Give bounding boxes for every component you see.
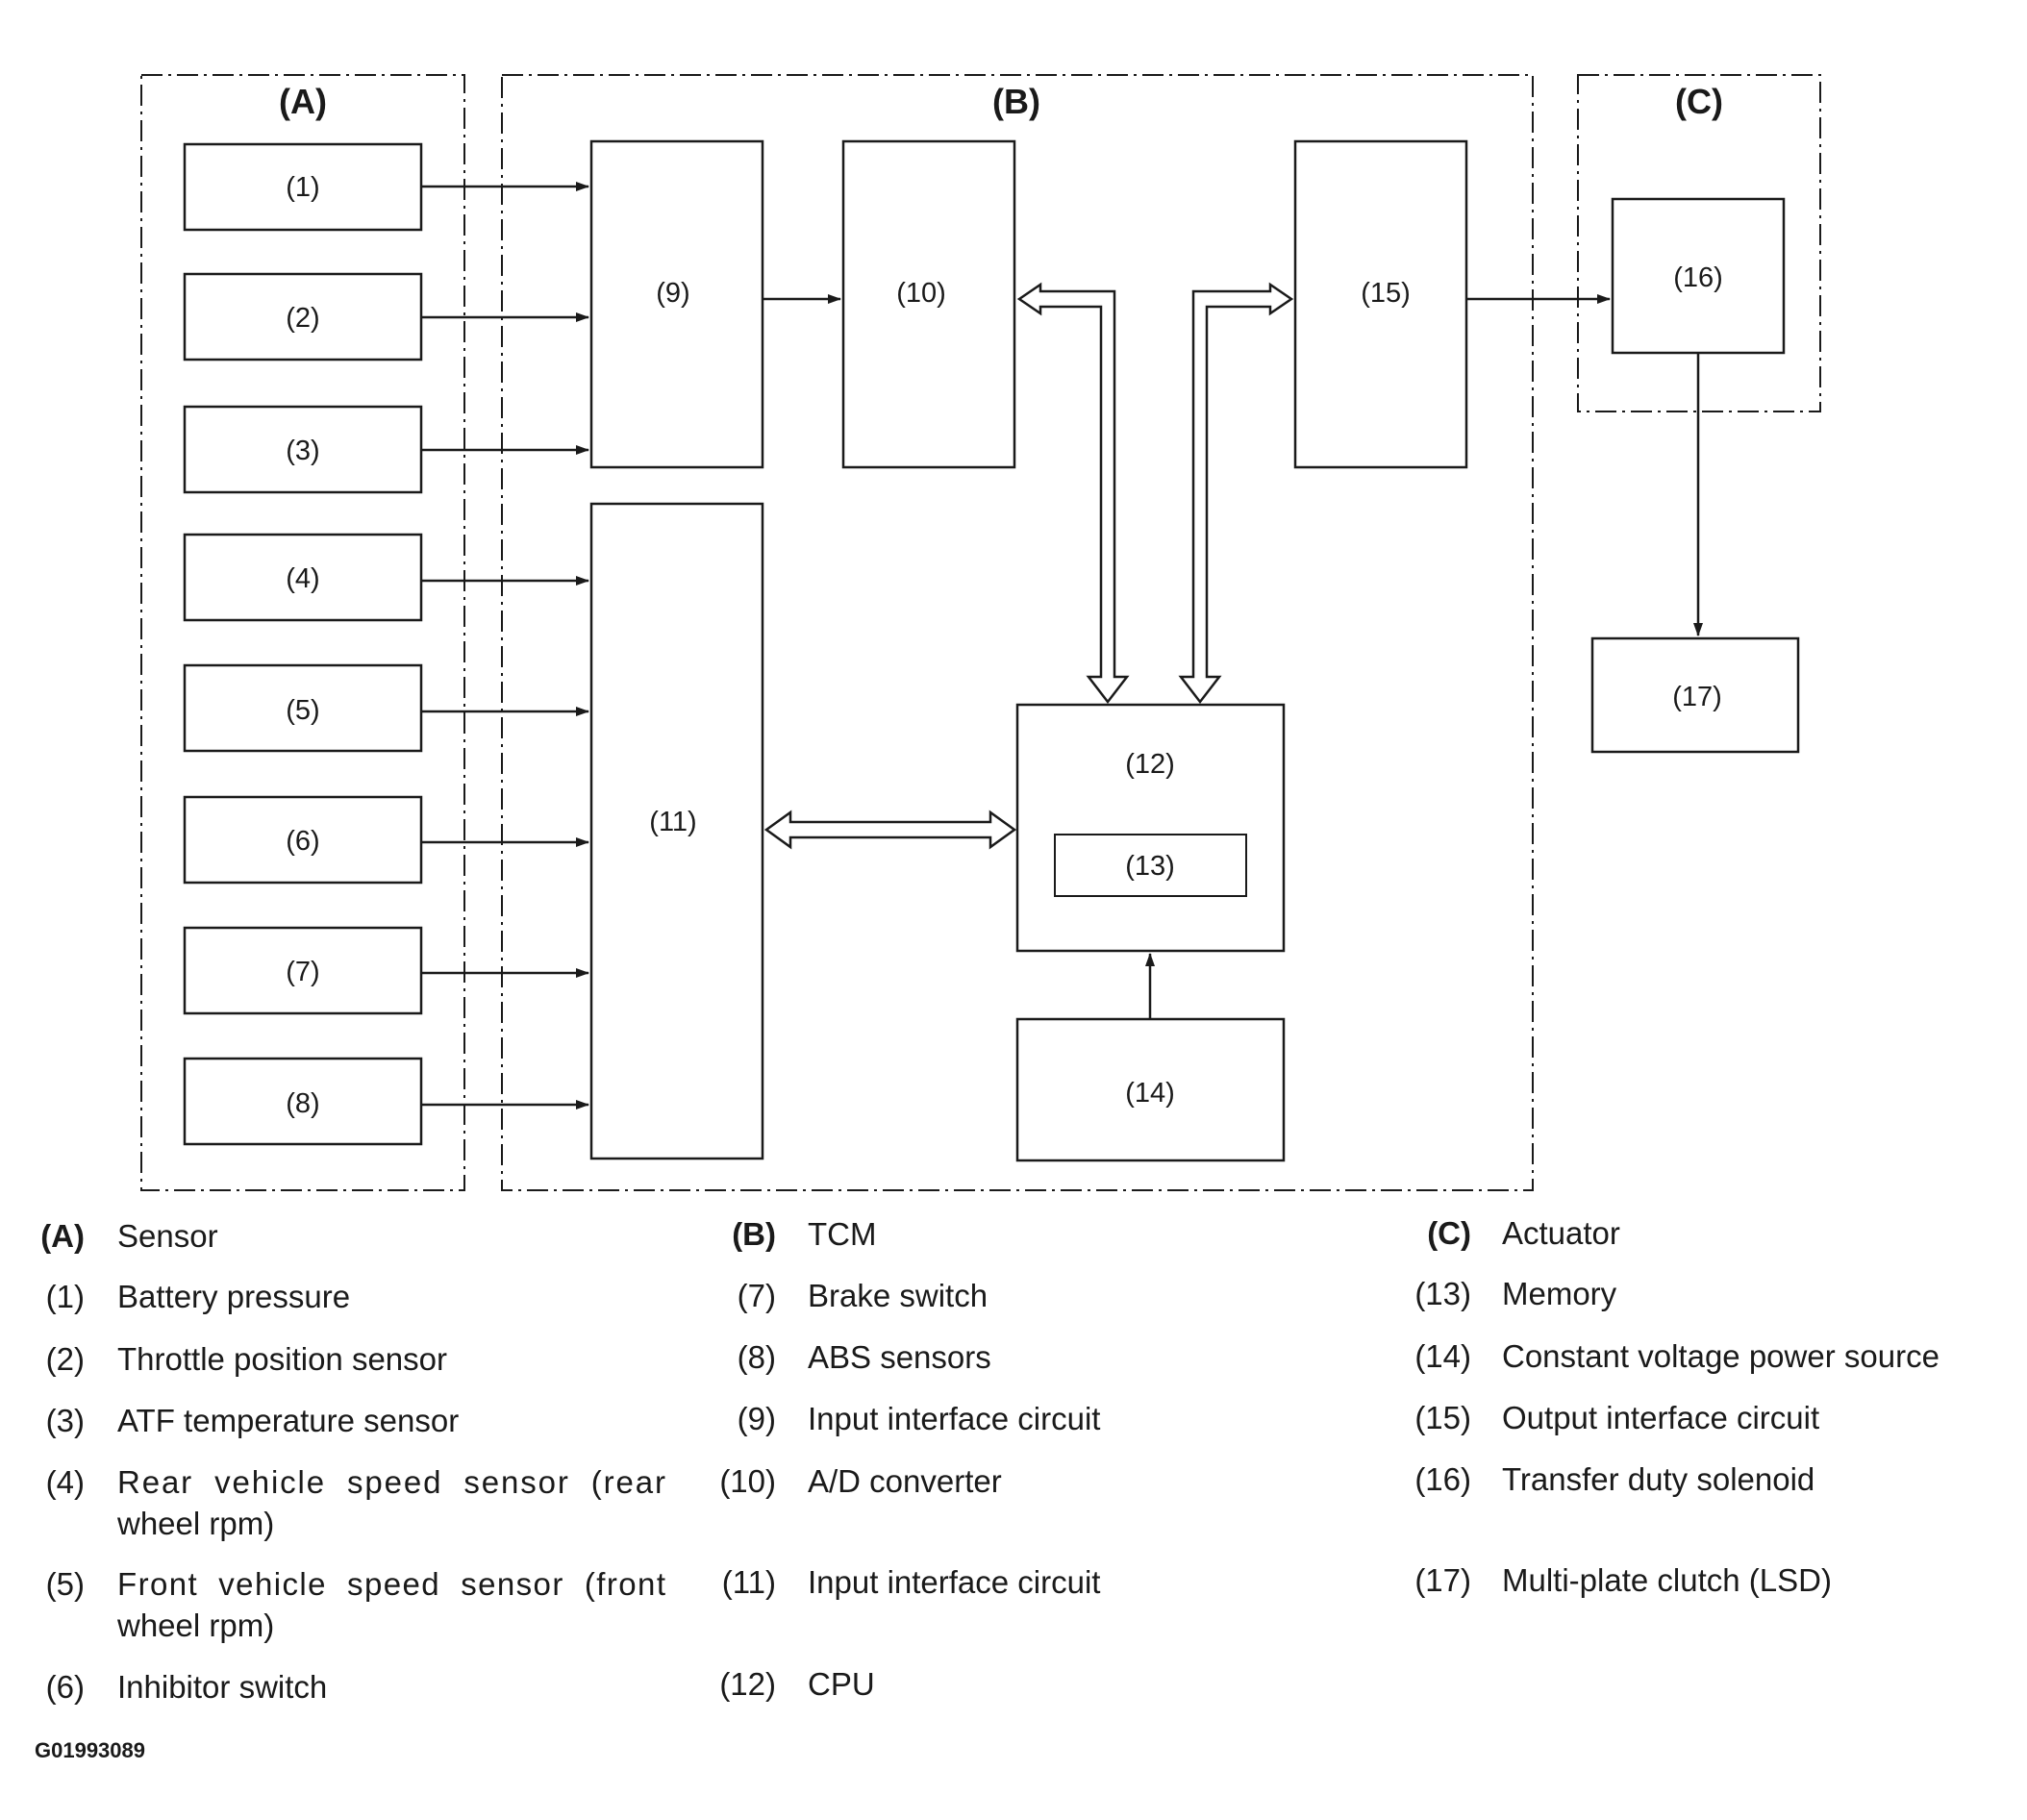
block-10: (10) [841, 139, 1016, 469]
sensor-block-4-label: (4) [286, 563, 319, 594]
legend-key-3: (3) [46, 1403, 85, 1438]
bus-arrow-11-12 [763, 810, 1017, 850]
legend-text-15: Output interface circuit [1502, 1400, 1819, 1435]
legend-key-12: (12) [719, 1666, 776, 1702]
legend-text-16: Transfer duty solenoid [1502, 1461, 1814, 1497]
legend-key-b: (B) [732, 1216, 776, 1252]
sensor-block-3: (3) [183, 405, 423, 494]
sensor-block-7: (7) [183, 926, 423, 1015]
block-13: (13) [1054, 834, 1247, 897]
sensor-block-4: (4) [183, 533, 423, 622]
block-16: (16) [1611, 197, 1786, 355]
block-15: (15) [1293, 139, 1468, 469]
group-label-a: (A) [279, 82, 327, 121]
legend-key-4: (4) [46, 1464, 85, 1500]
block-9-label: (9) [656, 278, 689, 309]
group-frame-tcm [501, 74, 1534, 1191]
sensor-block-5-label: (5) [286, 695, 319, 726]
legend-text-10: A/D converter [808, 1463, 1002, 1499]
legend-text-b: TCM [808, 1216, 876, 1252]
block-15-label: (15) [1361, 278, 1411, 309]
legend-text-6: Inhibitor switch [117, 1669, 327, 1705]
block-17-label: (17) [1672, 682, 1722, 712]
legend-text-14: Constant voltage power source [1502, 1338, 1939, 1374]
block-13-label: (13) [1125, 851, 1175, 882]
sensor-block-3-label: (3) [286, 436, 319, 466]
legend-key-c: (C) [1427, 1215, 1471, 1251]
legend-key-16: (16) [1414, 1461, 1471, 1497]
legend-key-15: (15) [1414, 1400, 1471, 1435]
legend-key-17: (17) [1414, 1562, 1471, 1598]
block-11: (11) [589, 502, 764, 1160]
legend-text-a: Sensor [117, 1218, 218, 1254]
legend-key-8: (8) [738, 1339, 776, 1375]
block-14-label: (14) [1125, 1078, 1175, 1109]
legend-text-17: Multi-plate clutch (LSD) [1502, 1562, 1832, 1598]
block-11-label: (11) [649, 807, 696, 837]
sensor-block-6-label: (6) [286, 826, 319, 857]
legend-key-6: (6) [46, 1669, 85, 1705]
group-label-b: (B) [992, 82, 1040, 121]
legend: (A) Sensor (1) Battery pressure (2) Thro… [40, 1215, 1939, 1705]
sensor-block-1: (1) [183, 142, 423, 232]
legend-key-7: (7) [738, 1278, 776, 1313]
legend-key-13: (13) [1414, 1276, 1471, 1311]
legend-key-a: (A) [40, 1218, 85, 1254]
legend-text-12: CPU [808, 1666, 875, 1702]
legend-text-c: Actuator [1502, 1215, 1620, 1251]
group-frame-actuator [1577, 74, 1821, 412]
legend-text-3: ATF temperature sensor [117, 1403, 459, 1438]
block-12: (12) [1015, 703, 1286, 953]
block-12-label: (12) [1125, 749, 1175, 780]
block-9: (9) [589, 139, 764, 469]
sensor-block-6: (6) [183, 795, 423, 885]
bus-arrow-15-12 [1178, 282, 1294, 705]
legend-text-13: Memory [1502, 1276, 1617, 1311]
legend-key-1: (1) [46, 1279, 85, 1314]
block-10-label: (10) [896, 278, 946, 309]
block-14: (14) [1015, 1017, 1286, 1162]
legend-text-7: Brake switch [808, 1278, 988, 1313]
block-17: (17) [1590, 636, 1800, 754]
sensor-block-8-label: (8) [286, 1088, 319, 1119]
legend-text-8: ABS sensors [808, 1339, 991, 1375]
legend-key-14: (14) [1414, 1338, 1471, 1374]
legend-key-9: (9) [738, 1401, 776, 1436]
group-frame-sensor [140, 74, 465, 1191]
legend-text-9: Input interface circuit [808, 1401, 1100, 1436]
sensor-block-7-label: (7) [286, 957, 319, 987]
legend-text-4-cont: wheel rpm) [116, 1506, 274, 1541]
legend-key-5: (5) [46, 1566, 85, 1602]
figure-id: G01993089 [35, 1738, 145, 1762]
legend-key-10: (10) [719, 1463, 776, 1499]
sensor-block-2-label: (2) [286, 303, 319, 334]
legend-text-5-cont: wheel rpm) [116, 1608, 274, 1643]
legend-text-2: Throttle position sensor [117, 1341, 447, 1377]
legend-text-4: Rear vehicle speed sensor (rear [117, 1464, 665, 1500]
group-label-c: (C) [1675, 82, 1723, 121]
block-16-label: (16) [1673, 262, 1723, 293]
sensor-block-8: (8) [183, 1057, 423, 1146]
sensor-block-5: (5) [183, 663, 423, 753]
legend-text-5: Front vehicle speed sensor (front [117, 1566, 665, 1602]
sensor-block-1-label: (1) [286, 172, 319, 203]
bus-arrow-10-12 [1016, 282, 1130, 705]
sensor-block-2: (2) [183, 272, 423, 362]
legend-key-11: (11) [722, 1564, 776, 1600]
legend-key-2: (2) [46, 1341, 85, 1377]
legend-text-1: Battery pressure [117, 1279, 350, 1314]
legend-text-11: Input interface circuit [808, 1564, 1100, 1600]
